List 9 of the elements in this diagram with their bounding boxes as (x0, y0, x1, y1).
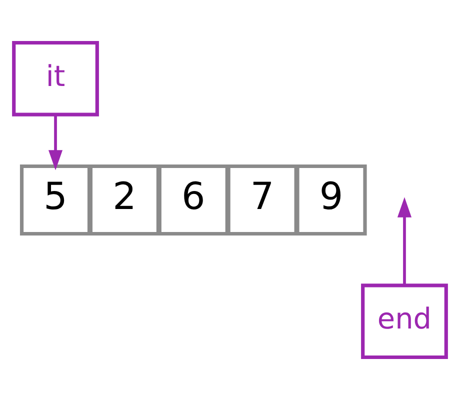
node-box: 2 (88, 164, 160, 236)
arrow (397, 197, 412, 286)
node-box: it (12, 40, 99, 116)
node-box: 6 (158, 164, 229, 236)
arrow (48, 115, 63, 170)
node-box: end (361, 284, 448, 360)
node-box: 5 (20, 164, 92, 236)
node-box: 9 (296, 164, 367, 236)
node-box: 7 (226, 164, 298, 236)
